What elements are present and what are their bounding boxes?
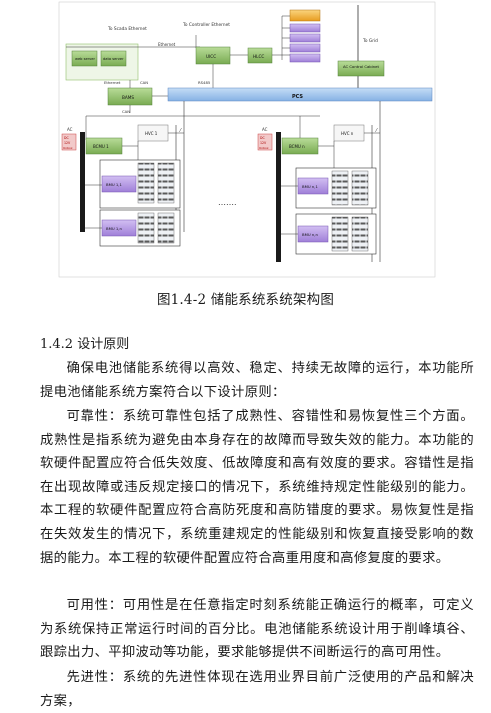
svg-text:BMU 1,n: BMU 1,n xyxy=(106,226,122,231)
svg-text:BMU n,n: BMU n,n xyxy=(302,232,318,237)
ethernet-label-2: Ethernet xyxy=(104,80,121,85)
left-ac: AC xyxy=(67,127,73,132)
hlcc-box xyxy=(247,47,273,64)
availability-paragraph: 可用性：可用性是在任意指定时刻系统能正确运行的概率，可定义为系统保持正常运行时间… xyxy=(40,598,474,661)
svg-text:Unbox: Unbox xyxy=(259,146,269,150)
data-server-box xyxy=(100,50,127,67)
uicc-label: UICC xyxy=(206,54,216,59)
purple-box-4 xyxy=(289,53,321,63)
can-label-2: CAN xyxy=(122,109,130,114)
svg-text:⁄: ⁄ xyxy=(179,128,182,134)
svg-text:DC: DC xyxy=(260,136,265,140)
advancement-paragraph: 先进性：系统的先进性体现在选用业界目前广泛使用的产品和解决方案， xyxy=(40,670,474,709)
left-bmu-top-box xyxy=(101,175,137,193)
web-server-label: web server xyxy=(75,57,95,61)
left-dc-box xyxy=(61,133,77,151)
svg-text:BMU 1,1: BMU 1,1 xyxy=(106,182,122,187)
figure-caption: 图1.4-2 储能系统系统架构图 xyxy=(156,292,335,308)
left-rack: AC DC 12V Unbox BCMU 1 HVC 1 ⁄ BMU 1,1 B… xyxy=(61,124,185,247)
right-rack: AC DC 12V Unbox BCMU n HVC n ⁄ BMU n,1 B… xyxy=(257,124,381,262)
pcs-bus xyxy=(167,87,433,102)
bams-label: BAMS xyxy=(122,95,134,100)
reliability-paragraph: 可靠性：系统可靠性包括了成熟性、容错性和易恢复性三个方面。成熟性是指系统为避免由… xyxy=(40,409,474,566)
svg-text:DC: DC xyxy=(64,136,69,140)
can-label-1: CAN xyxy=(140,80,148,85)
svg-text:BCMU n: BCMU n xyxy=(289,144,305,149)
svg-text:12V: 12V xyxy=(260,141,267,145)
svg-text:AC: AC xyxy=(262,127,268,132)
purple-box-2 xyxy=(289,33,321,43)
hlcc-label: HLCC xyxy=(253,54,264,59)
svg-text:⁄: ⁄ xyxy=(375,128,378,134)
svg-text:HVC 1: HVC 1 xyxy=(145,131,158,136)
svg-text:HVC n: HVC n xyxy=(341,131,354,136)
svg-text:BMU n,1: BMU n,1 xyxy=(302,184,318,189)
ac-cabinet-box xyxy=(337,60,385,77)
purple-box-1 xyxy=(289,23,321,33)
right-dc-box xyxy=(257,133,273,151)
controller-label: To Controller Ethernet xyxy=(182,22,230,28)
data-server-label: data server xyxy=(103,57,124,61)
scada-label: To Scada Ethernet xyxy=(107,26,147,32)
pcs-label: PCS xyxy=(292,94,303,100)
svg-text:Unbox: Unbox xyxy=(63,146,73,150)
web-server-box xyxy=(71,50,98,67)
orange-box xyxy=(289,9,321,22)
svg-text:12V: 12V xyxy=(64,141,71,145)
section-heading: 1.4.2 设计原则 xyxy=(40,337,130,352)
ethernet-label: Ethernet xyxy=(158,42,176,47)
intro-paragraph: 确保电池储能系统得以高效、稳定、持续无故障的运行，本功能所提电池储能系统方案符合… xyxy=(40,361,474,400)
architecture-diagram: To Scada Ethernet To Controller Ethernet… xyxy=(58,1,436,278)
svg-text:BCMU 1: BCMU 1 xyxy=(93,144,109,149)
ellipsis: ……. xyxy=(218,198,237,207)
rs485-label: RS485 xyxy=(198,80,211,85)
ac-cabinet-label: AC Control Cabinet xyxy=(343,64,380,69)
grid-label: To Grid xyxy=(362,38,378,44)
purple-box-3 xyxy=(289,43,321,53)
